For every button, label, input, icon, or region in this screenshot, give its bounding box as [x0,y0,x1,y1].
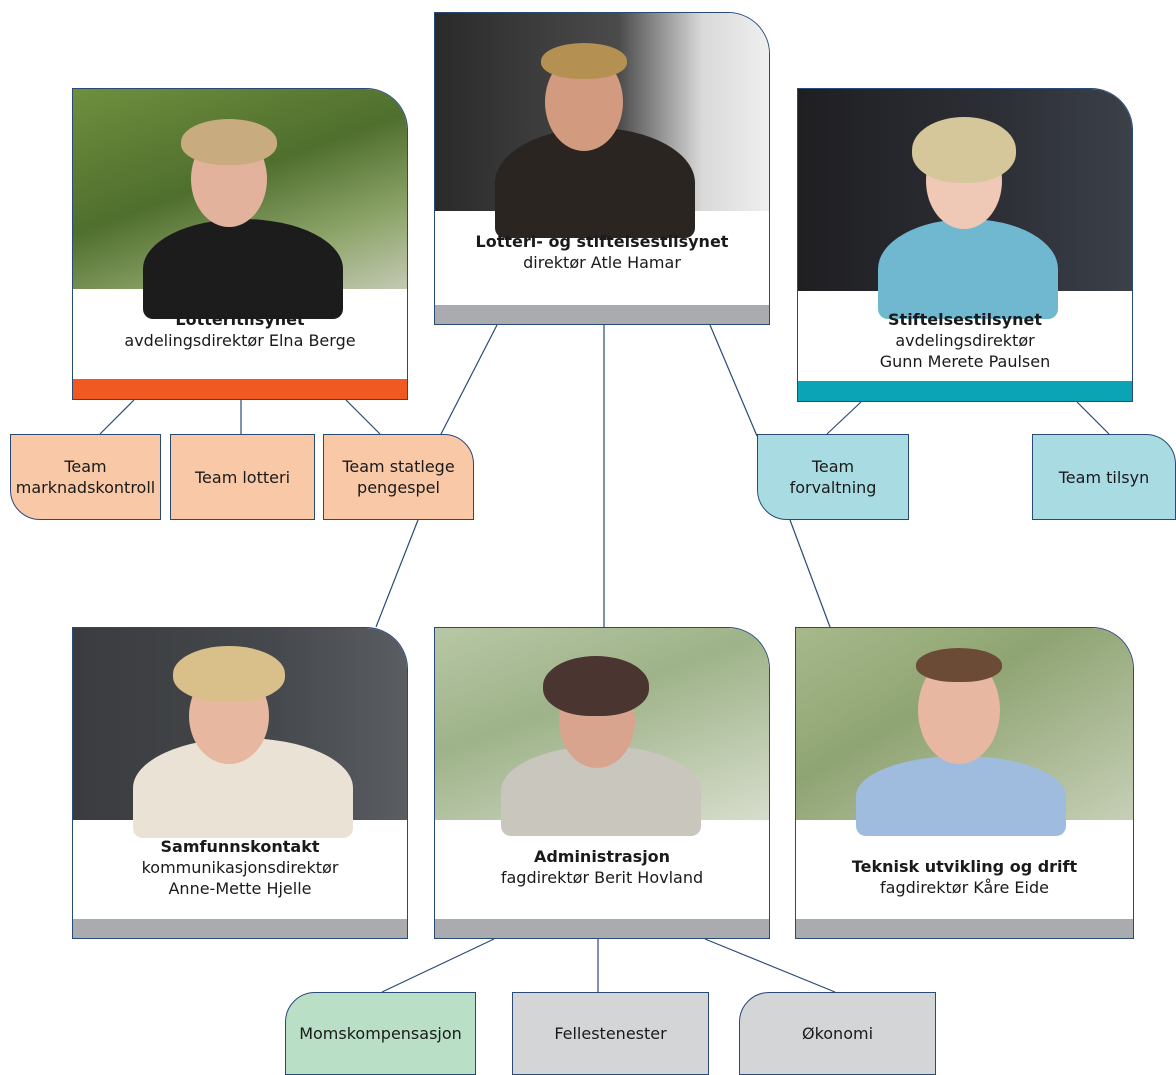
person-body [878,219,1058,319]
connector-line [709,324,758,437]
card-title: Administrasjon [533,847,671,866]
card-color-bar [73,919,407,938]
card-title: Samfunnskontakt [160,837,320,856]
org-card-stiftelsestilsynet: Stiftelsestilsynet avdelingsdirektør Gun… [797,88,1133,402]
card-subtitle: avdelingsdirektør [895,331,1035,350]
person-hair [916,648,1002,682]
connector-line [704,938,836,993]
person-body [143,219,343,319]
card-subtitle: kommunikasjonsdirektør [141,858,339,877]
card-color-bar [435,305,769,324]
person-body [856,756,1066,836]
team-box-marknadskontroll: Team marknadskontroll [10,434,161,520]
card-title: Stiftelsestilsynet [888,310,1042,329]
team-label: Økonomi [801,1024,874,1043]
team-label: Team [64,457,107,476]
team-label: Momskompensasjon [299,1024,462,1043]
team-box-forvaltning: Team forvaltning [757,434,909,520]
team-label: marknadskontroll [15,478,156,497]
team-label: Fellestenester [554,1024,667,1043]
card-title: Lotteritilsynet [175,310,305,329]
connector-line [789,519,831,628]
connector-line [99,399,135,435]
team-box-fellestenester: Fellestenester [512,992,709,1075]
team-label: Team statlege [342,457,455,476]
card-subtitle: Anne-Mette Hjelle [168,879,312,898]
person-hair [912,117,1016,183]
department-director-portrait-photo [73,89,407,319]
card-color-bar [73,379,407,399]
org-card-teknisk-utvikling-og-drift: Teknisk utvikling og drift fagdirektør K… [795,627,1134,939]
card-subtitle: fagdirektør Kåre Eide [880,878,1049,897]
team-box-statlege-pengespel: Team statlege pengespel [323,434,474,520]
communications-director-portrait-photo [73,628,407,838]
connector-line [1076,401,1110,435]
card-subtitle: fagdirektør Berit Hovland [500,868,704,887]
person-hair [541,43,627,79]
card-subtitle: direktør Atle Hamar [523,253,681,272]
person-hair [181,119,277,165]
administration-director-portrait-photo [435,628,769,836]
org-card-samfunnskontakt: Samfunnskontakt kommunikasjonsdirektør A… [72,627,408,939]
card-title: Lotteri- og stiftelsestilsynet [475,232,729,251]
card-title: Teknisk utvikling og drift [851,857,1078,876]
connector-line [375,519,419,628]
card-color-bar [435,919,769,938]
team-box-lotteri: Team lotteri [170,434,315,520]
org-card-administrasjon: Administrasjon fagdirektør Berit Hovland [434,627,770,939]
connector-line [439,324,498,437]
connector-line [345,399,381,435]
team-box-tilsyn: Team tilsyn [1032,434,1176,520]
card-subtitle: avdelingsdirektør Elna Berge [124,331,356,350]
connector-line [381,938,495,993]
team-label: Team tilsyn [1058,467,1150,487]
connector-line [826,401,862,435]
person-hair [173,646,285,702]
org-card-lotteritilsynet: Lotteritilsynet avdelingsdirektør Elna B… [72,88,408,400]
technical-director-portrait-photo [796,628,1133,836]
team-label: Team lotteri [194,467,291,487]
org-card-lotteri-og-stiftelsestilsynet: Lotteri- og stiftelsestilsynet direktør … [434,12,770,325]
team-box-momskompensasjon: Momskompensasjon [285,992,476,1075]
department-director-portrait-photo [798,89,1132,319]
card-color-bar [798,381,1132,401]
card-subtitle: Gunn Merete Paulsen [879,352,1051,371]
person-hair [543,656,649,716]
team-box-okonomi: Økonomi [739,992,936,1075]
team-label: forvaltning [789,478,877,497]
card-color-bar [796,919,1133,938]
director-portrait-photo [435,13,769,238]
team-label: Team [811,457,855,476]
team-label: pengespel [357,478,440,497]
